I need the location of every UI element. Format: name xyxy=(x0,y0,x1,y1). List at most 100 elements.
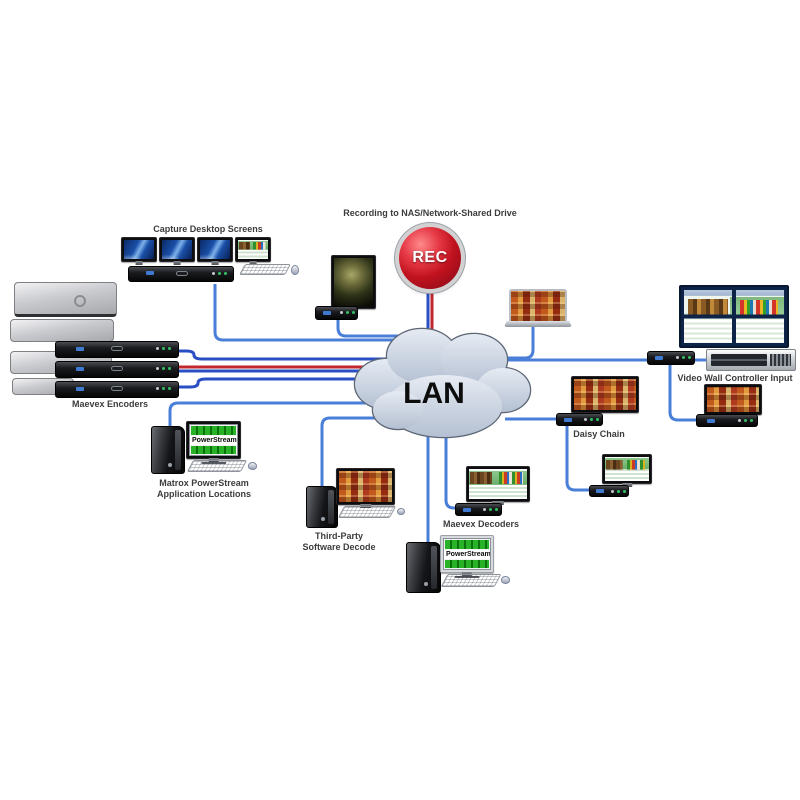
spreadsheet-screen xyxy=(238,240,268,259)
vga-port-icon xyxy=(145,271,154,276)
powerstream-grid xyxy=(445,540,489,549)
powerstream-grid xyxy=(445,559,489,568)
desktop-screen xyxy=(124,240,154,259)
powerstream-screen: PowerStream xyxy=(443,538,491,570)
lan-cloud: LAN xyxy=(346,320,536,445)
photo-screen xyxy=(334,258,373,306)
caption-line-2: Application Locations xyxy=(156,489,251,499)
rec-badge-label: REC xyxy=(412,249,448,266)
maevex-decoder-device xyxy=(455,503,502,516)
hdmi-port-icon xyxy=(110,385,123,391)
daisy-display-2 xyxy=(602,454,652,487)
capture-monitor-2 xyxy=(159,237,195,265)
spreadsheet-screen xyxy=(469,469,527,499)
connection-capture-to-lan xyxy=(213,284,405,342)
decoders-caption: Maevex Decoders xyxy=(442,519,520,529)
hdmi-port-icon xyxy=(175,270,188,276)
keyboard xyxy=(440,574,502,587)
video-wall-caption: Video Wall Controller Input xyxy=(677,373,793,383)
daisy-decoder-1 xyxy=(556,413,603,426)
side-decoder-device xyxy=(696,414,758,427)
vga-port-icon xyxy=(564,417,573,422)
powerstream-screen: PowerStream xyxy=(189,424,238,456)
vga-port-icon xyxy=(706,418,715,423)
powerstream-left-monitor: PowerStream xyxy=(186,421,241,464)
videowall-decoder-device xyxy=(647,351,695,365)
powerstream-left-caption: Matrox PowerStream Application Locations xyxy=(134,478,274,500)
mouse xyxy=(397,508,405,515)
monitor-stand xyxy=(211,261,219,265)
vga-port-icon xyxy=(75,346,84,351)
desktop-screen xyxy=(200,240,230,259)
powerstream-grid xyxy=(191,445,236,454)
vga-port-icon xyxy=(596,489,605,494)
food-screen xyxy=(511,291,565,321)
status-led-icon xyxy=(495,507,499,511)
video-wall-grid xyxy=(681,287,787,346)
laptop-screen xyxy=(509,289,567,321)
encoders-caption: Maevex Encoders xyxy=(71,399,149,409)
caption-line-1: Matrox PowerStream xyxy=(159,478,249,488)
status-led-icon xyxy=(750,418,754,422)
vga-port-icon xyxy=(75,366,84,371)
laptop-base xyxy=(504,321,572,327)
media-server-box-2 xyxy=(10,319,114,342)
capture-monitor-1 xyxy=(121,237,157,265)
mouse xyxy=(248,462,257,470)
caption-line-1: Third-Party xyxy=(314,531,363,541)
monitor-foot xyxy=(454,576,480,578)
status-led-icon xyxy=(351,311,355,315)
monitor-stand xyxy=(249,261,257,265)
connection-encoder3-to-lan xyxy=(178,377,410,389)
status-led-icon xyxy=(167,367,171,371)
powerstream-left-tower-pc xyxy=(151,426,185,474)
powerstream-screen-title: PowerStream xyxy=(444,549,490,559)
powerstream-grid xyxy=(191,426,236,435)
third-party-tower-pc xyxy=(306,486,338,528)
decoders-display xyxy=(466,466,530,505)
side-display xyxy=(704,384,762,418)
connection-encoder1-to-lan xyxy=(178,349,415,361)
rec-badge: REC xyxy=(399,227,461,289)
video-wall-controller-server xyxy=(706,349,796,371)
daisy-display-1 xyxy=(571,376,639,413)
status-led-icon xyxy=(596,417,600,421)
food-screen xyxy=(707,387,759,412)
status-led-icon xyxy=(223,272,227,276)
keyboard xyxy=(337,506,397,518)
status-led-icon xyxy=(167,387,171,391)
connection-lan-to-decoders xyxy=(444,425,457,510)
lan-label: LAN xyxy=(403,377,465,410)
maevex-encoder-1 xyxy=(55,341,179,358)
video-wall xyxy=(679,285,789,348)
connection-lan-to-powerstream-left xyxy=(168,401,405,427)
mouse xyxy=(501,576,510,584)
monitor-stand xyxy=(461,572,473,576)
keyboard xyxy=(239,264,291,275)
spreadsheet-screen xyxy=(605,457,649,481)
keyboard xyxy=(186,460,248,472)
monitor-foot xyxy=(200,462,227,464)
food-screen xyxy=(339,471,392,502)
recording-caption: Recording to NAS/Network-Shared Drive xyxy=(343,208,517,218)
monitor-stand xyxy=(208,458,219,462)
powerstream-screen-title: PowerStream xyxy=(190,435,237,445)
connection-lan-to-third-party xyxy=(320,416,400,488)
powerstream-bottom-monitor: PowerStream xyxy=(440,535,494,578)
monitor-stand xyxy=(359,504,372,508)
third-party-monitor xyxy=(336,468,395,508)
monitor-stand xyxy=(135,261,143,265)
third-party-caption: Third-Party Software Decode xyxy=(279,531,399,553)
daisy-decoder-2 xyxy=(589,485,629,497)
capture-monitor-4 xyxy=(235,237,271,265)
vga-port-icon xyxy=(655,355,664,360)
vent-grille xyxy=(770,353,792,367)
vga-port-icon xyxy=(75,386,84,391)
media-server-box-1 xyxy=(14,282,117,317)
portrait-display xyxy=(331,255,376,309)
daisy-chain-caption: Daisy Chain xyxy=(573,429,625,439)
desktop-screen xyxy=(162,240,192,259)
capture-monitor-3 xyxy=(197,237,233,265)
maevex-encoder-3 xyxy=(55,381,179,398)
